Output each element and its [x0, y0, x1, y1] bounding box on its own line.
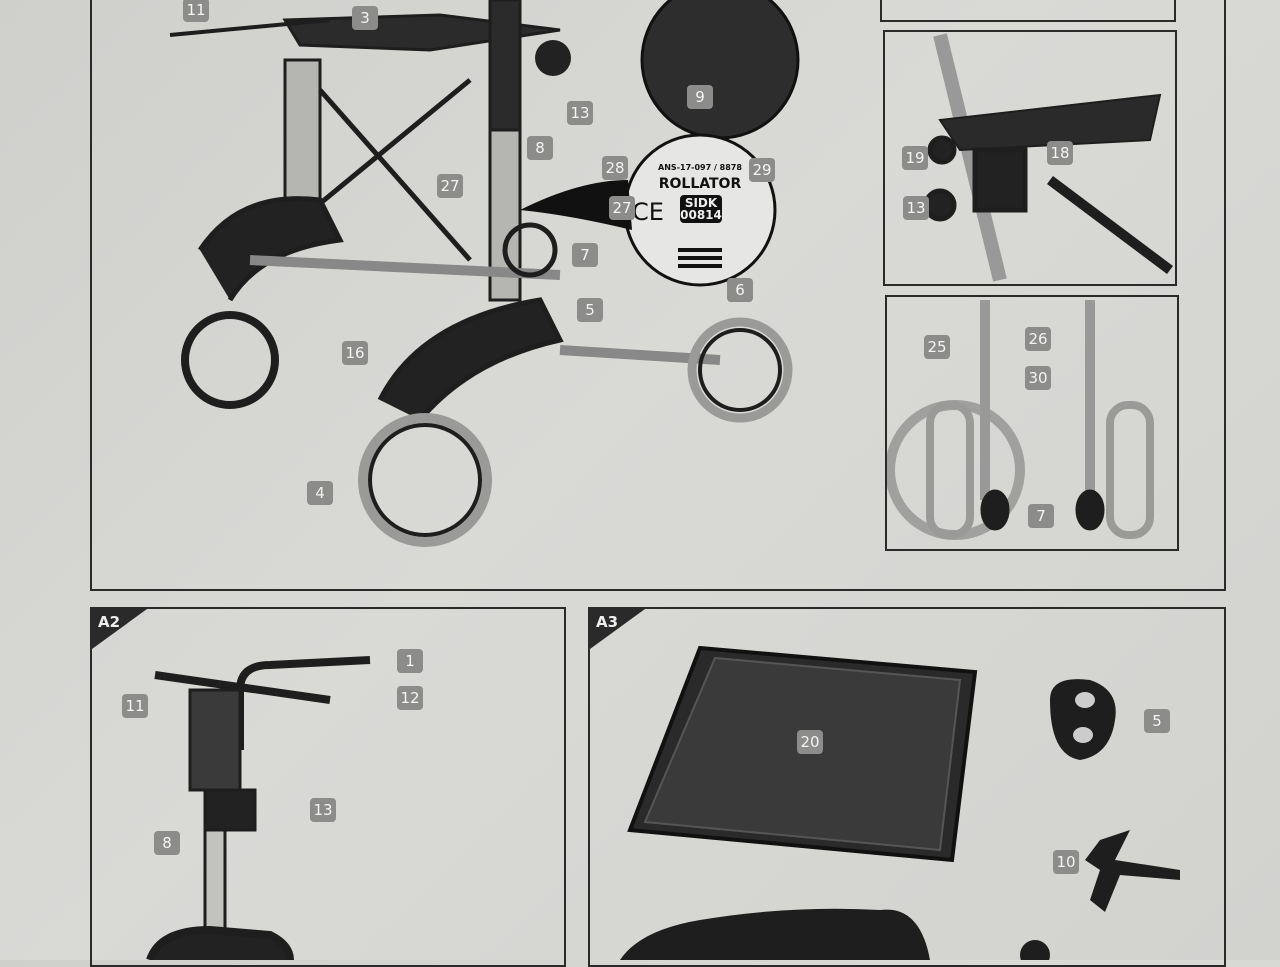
- part-number-badge: 7: [1028, 504, 1054, 528]
- part-number-badge: 19: [902, 146, 928, 170]
- part-number-badge: 13: [310, 798, 336, 822]
- ce-mark: CE: [632, 198, 664, 226]
- panel-a2: A2: [90, 607, 566, 967]
- sidk-line2: 00814: [680, 208, 722, 222]
- sidk-badge: SIDK 00814: [680, 195, 722, 223]
- sidk-line1: SIDK: [684, 196, 718, 210]
- panel-a2-title: A2: [98, 613, 121, 631]
- part-number-badge: 27: [609, 196, 635, 220]
- panel-a3: A3: [588, 607, 1226, 967]
- part-number-badge: 1: [397, 649, 423, 673]
- part-number-badge: 16: [342, 341, 368, 365]
- detail-panel-seat-lock: [883, 30, 1177, 286]
- part-number-badge: 3: [352, 6, 378, 30]
- part-number-badge: 7: [572, 243, 598, 267]
- part-number-badge: 5: [1144, 709, 1170, 733]
- panel-a3-title: A3: [596, 613, 619, 631]
- part-number-badge: 25: [924, 335, 950, 359]
- label-product: ROLLATOR: [658, 176, 742, 192]
- part-number-badge: 18: [1047, 141, 1073, 165]
- part-number-badge: 27: [437, 174, 463, 198]
- part-number-badge: 11: [183, 0, 209, 22]
- part-number-badge: 9: [687, 85, 713, 109]
- part-number-badge: 20: [797, 730, 823, 754]
- main-illustration-panel: [90, 0, 1226, 591]
- part-number-badge: 8: [527, 136, 553, 160]
- panel-corner: [92, 609, 147, 649]
- part-number-badge: 26: [1025, 327, 1051, 351]
- part-number-badge: 13: [567, 101, 593, 125]
- part-number-badge: 6: [727, 278, 753, 302]
- detail-panel-brakes: [885, 295, 1179, 551]
- part-number-badge: 29: [749, 158, 775, 182]
- part-number-badge: 10: [1053, 850, 1079, 874]
- part-number-badge: 30: [1025, 366, 1051, 390]
- part-number-badge: 28: [602, 156, 628, 180]
- part-number-badge: 12: [397, 686, 423, 710]
- part-number-badge: 4: [307, 481, 333, 505]
- detail-panel-top-strip: [880, 0, 1176, 22]
- panel-corner: [590, 609, 645, 649]
- label-code: ANS-17-097 / 8878: [658, 163, 742, 172]
- part-number-badge: 8: [154, 831, 180, 855]
- part-number-badge: 11: [122, 694, 148, 718]
- part-number-badge: 5: [577, 298, 603, 322]
- part-number-badge: 13: [903, 196, 929, 220]
